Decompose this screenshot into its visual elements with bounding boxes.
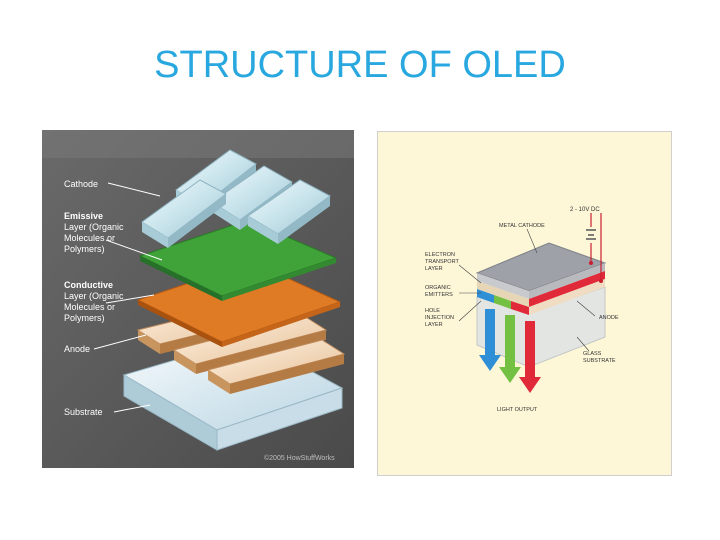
label-cathode: Cathode <box>64 179 98 189</box>
label-conductive-2: Layer (Organic <box>64 291 124 301</box>
label-anode-right: ANODE <box>599 315 619 321</box>
label-emissive-4: Polymers) <box>64 244 105 254</box>
label-organic-2: EMITTERS <box>425 292 453 298</box>
label-metal-cathode: METAL CATHODE <box>499 223 545 229</box>
label-hole-1: HOLE <box>425 308 440 314</box>
label-conductive-3: Molecules or <box>64 302 115 312</box>
label-glass-2: SUBSTRATE <box>583 358 616 364</box>
conductive-layer <box>136 261 342 347</box>
label-light-output: LIGHT OUTPUT <box>497 407 538 413</box>
label-electron-transport-3: LAYER <box>425 266 443 272</box>
emissive-layer <box>138 219 338 301</box>
label-voltage: 2 - 10V DC <box>570 207 600 213</box>
circuit-wires <box>590 213 602 281</box>
slide-title: STRUCTURE OF OLED <box>154 44 566 86</box>
label-glass-1: GLASS <box>583 351 602 357</box>
label-emissive-2: Layer (Organic <box>64 222 124 232</box>
layer-stack <box>475 242 607 315</box>
label-emissive-3: Molecules or <box>64 233 115 243</box>
battery-icon <box>586 229 596 240</box>
label-conductive: Conductive <box>64 280 113 290</box>
oled-cross-section-svg: 2 - 10V DC METAL CATHODE ELECTRON TRANSP… <box>377 131 672 476</box>
label-conductive-4: Polymers) <box>64 313 105 323</box>
label-electron-transport-2: TRANSPORT <box>425 259 459 265</box>
label-hole-2: INJECTION <box>425 315 454 321</box>
oled-layers-svg: Cathode Emissive Layer (Organic Molecule… <box>42 130 354 468</box>
label-hole-3: LAYER <box>425 322 443 328</box>
label-electron-transport-1: ELECTRON <box>425 252 455 258</box>
label-substrate: Substrate <box>64 407 103 417</box>
label-organic-1: ORGANIC <box>425 285 451 291</box>
label-emissive: Emissive <box>64 211 103 221</box>
oled-layers-illustration: Cathode Emissive Layer (Organic Molecule… <box>42 130 354 468</box>
light-output-arrows <box>479 309 541 393</box>
credit-text: ©2005 HowStuffWorks <box>264 454 335 462</box>
cathode-strips <box>141 149 331 248</box>
label-anode: Anode <box>64 344 90 354</box>
oled-cross-section: 2 - 10V DC METAL CATHODE ELECTRON TRANSP… <box>377 131 672 476</box>
